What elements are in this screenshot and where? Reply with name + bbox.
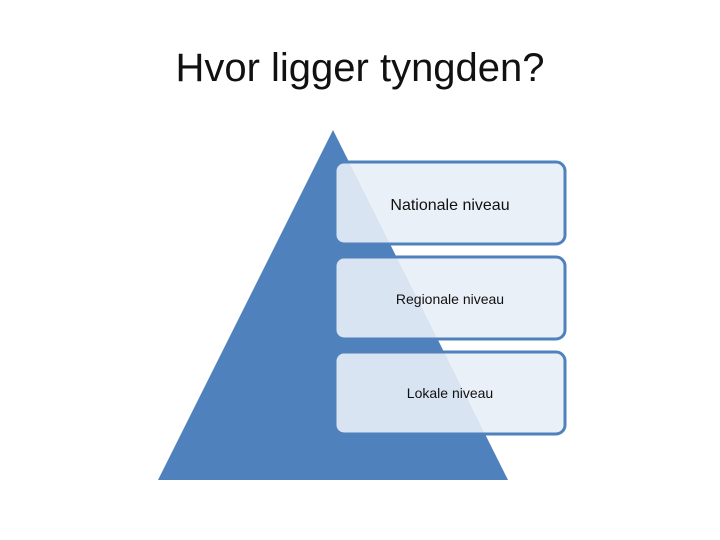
level-box-lokale <box>333 350 567 436</box>
level-label-lokale: Lokale niveau <box>407 385 493 401</box>
level-box-regionale <box>333 255 567 341</box>
level-box-nationale <box>333 160 567 246</box>
level-label-nationale: Nationale niveau <box>390 197 509 214</box>
pyramid-level-lokale: Lokale niveau <box>333 350 567 436</box>
slide-title: Hvor ligger tyngden? <box>175 46 545 90</box>
pyramid-level-nationale: Nationale niveau <box>333 160 567 246</box>
pyramid-level-regionale: Regionale niveau <box>333 255 567 341</box>
level-label-regionale: Regionale niveau <box>396 291 504 307</box>
